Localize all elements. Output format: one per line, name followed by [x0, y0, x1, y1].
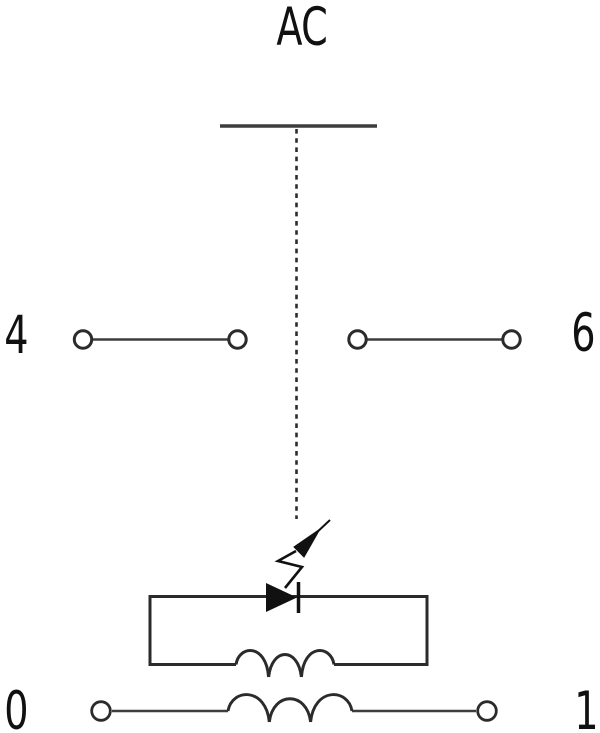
contact-6 — [347, 329, 522, 350]
diode-anode-triangle — [266, 583, 297, 612]
coil-terminal-0-label: 0 — [4, 681, 28, 733]
coil-circuit — [90, 693, 498, 723]
contact-6-terminal-right-circle — [501, 329, 522, 350]
coil-lower — [226, 693, 354, 723]
flash-arrow-icon — [274, 519, 331, 589]
suppression-module — [148, 595, 429, 678]
suppression-diode-icon — [266, 582, 301, 613]
flash-zigzag — [274, 549, 305, 589]
flash-arrowhead — [293, 528, 321, 558]
contact-4-terminal-right-circle — [227, 329, 248, 350]
coil-lower-hump-2 — [267, 697, 313, 723]
flash-arrow-tip-line — [313, 519, 331, 536]
coil-terminal-0-circle — [90, 700, 112, 722]
coil-upper — [234, 649, 336, 678]
contact-4-terminal-left-circle — [72, 329, 94, 350]
actuator-title: AC — [276, 0, 328, 58]
contact-6-terminal-left-circle — [347, 329, 368, 350]
coil-lower-hump-1 — [226, 693, 271, 723]
coil-lower-hump-3 — [309, 693, 354, 723]
coil-upper-hump-1 — [234, 649, 271, 678]
contact-4 — [72, 329, 248, 350]
contact-4-label: 4 — [4, 305, 28, 366]
contact-6-label: 6 — [571, 303, 595, 364]
coil-upper-hump-3 — [299, 649, 336, 678]
coil-terminal-1-label: 1 — [574, 681, 598, 733]
coil-upper-hump-2 — [267, 653, 303, 678]
coil-terminal-1-circle — [476, 700, 498, 722]
